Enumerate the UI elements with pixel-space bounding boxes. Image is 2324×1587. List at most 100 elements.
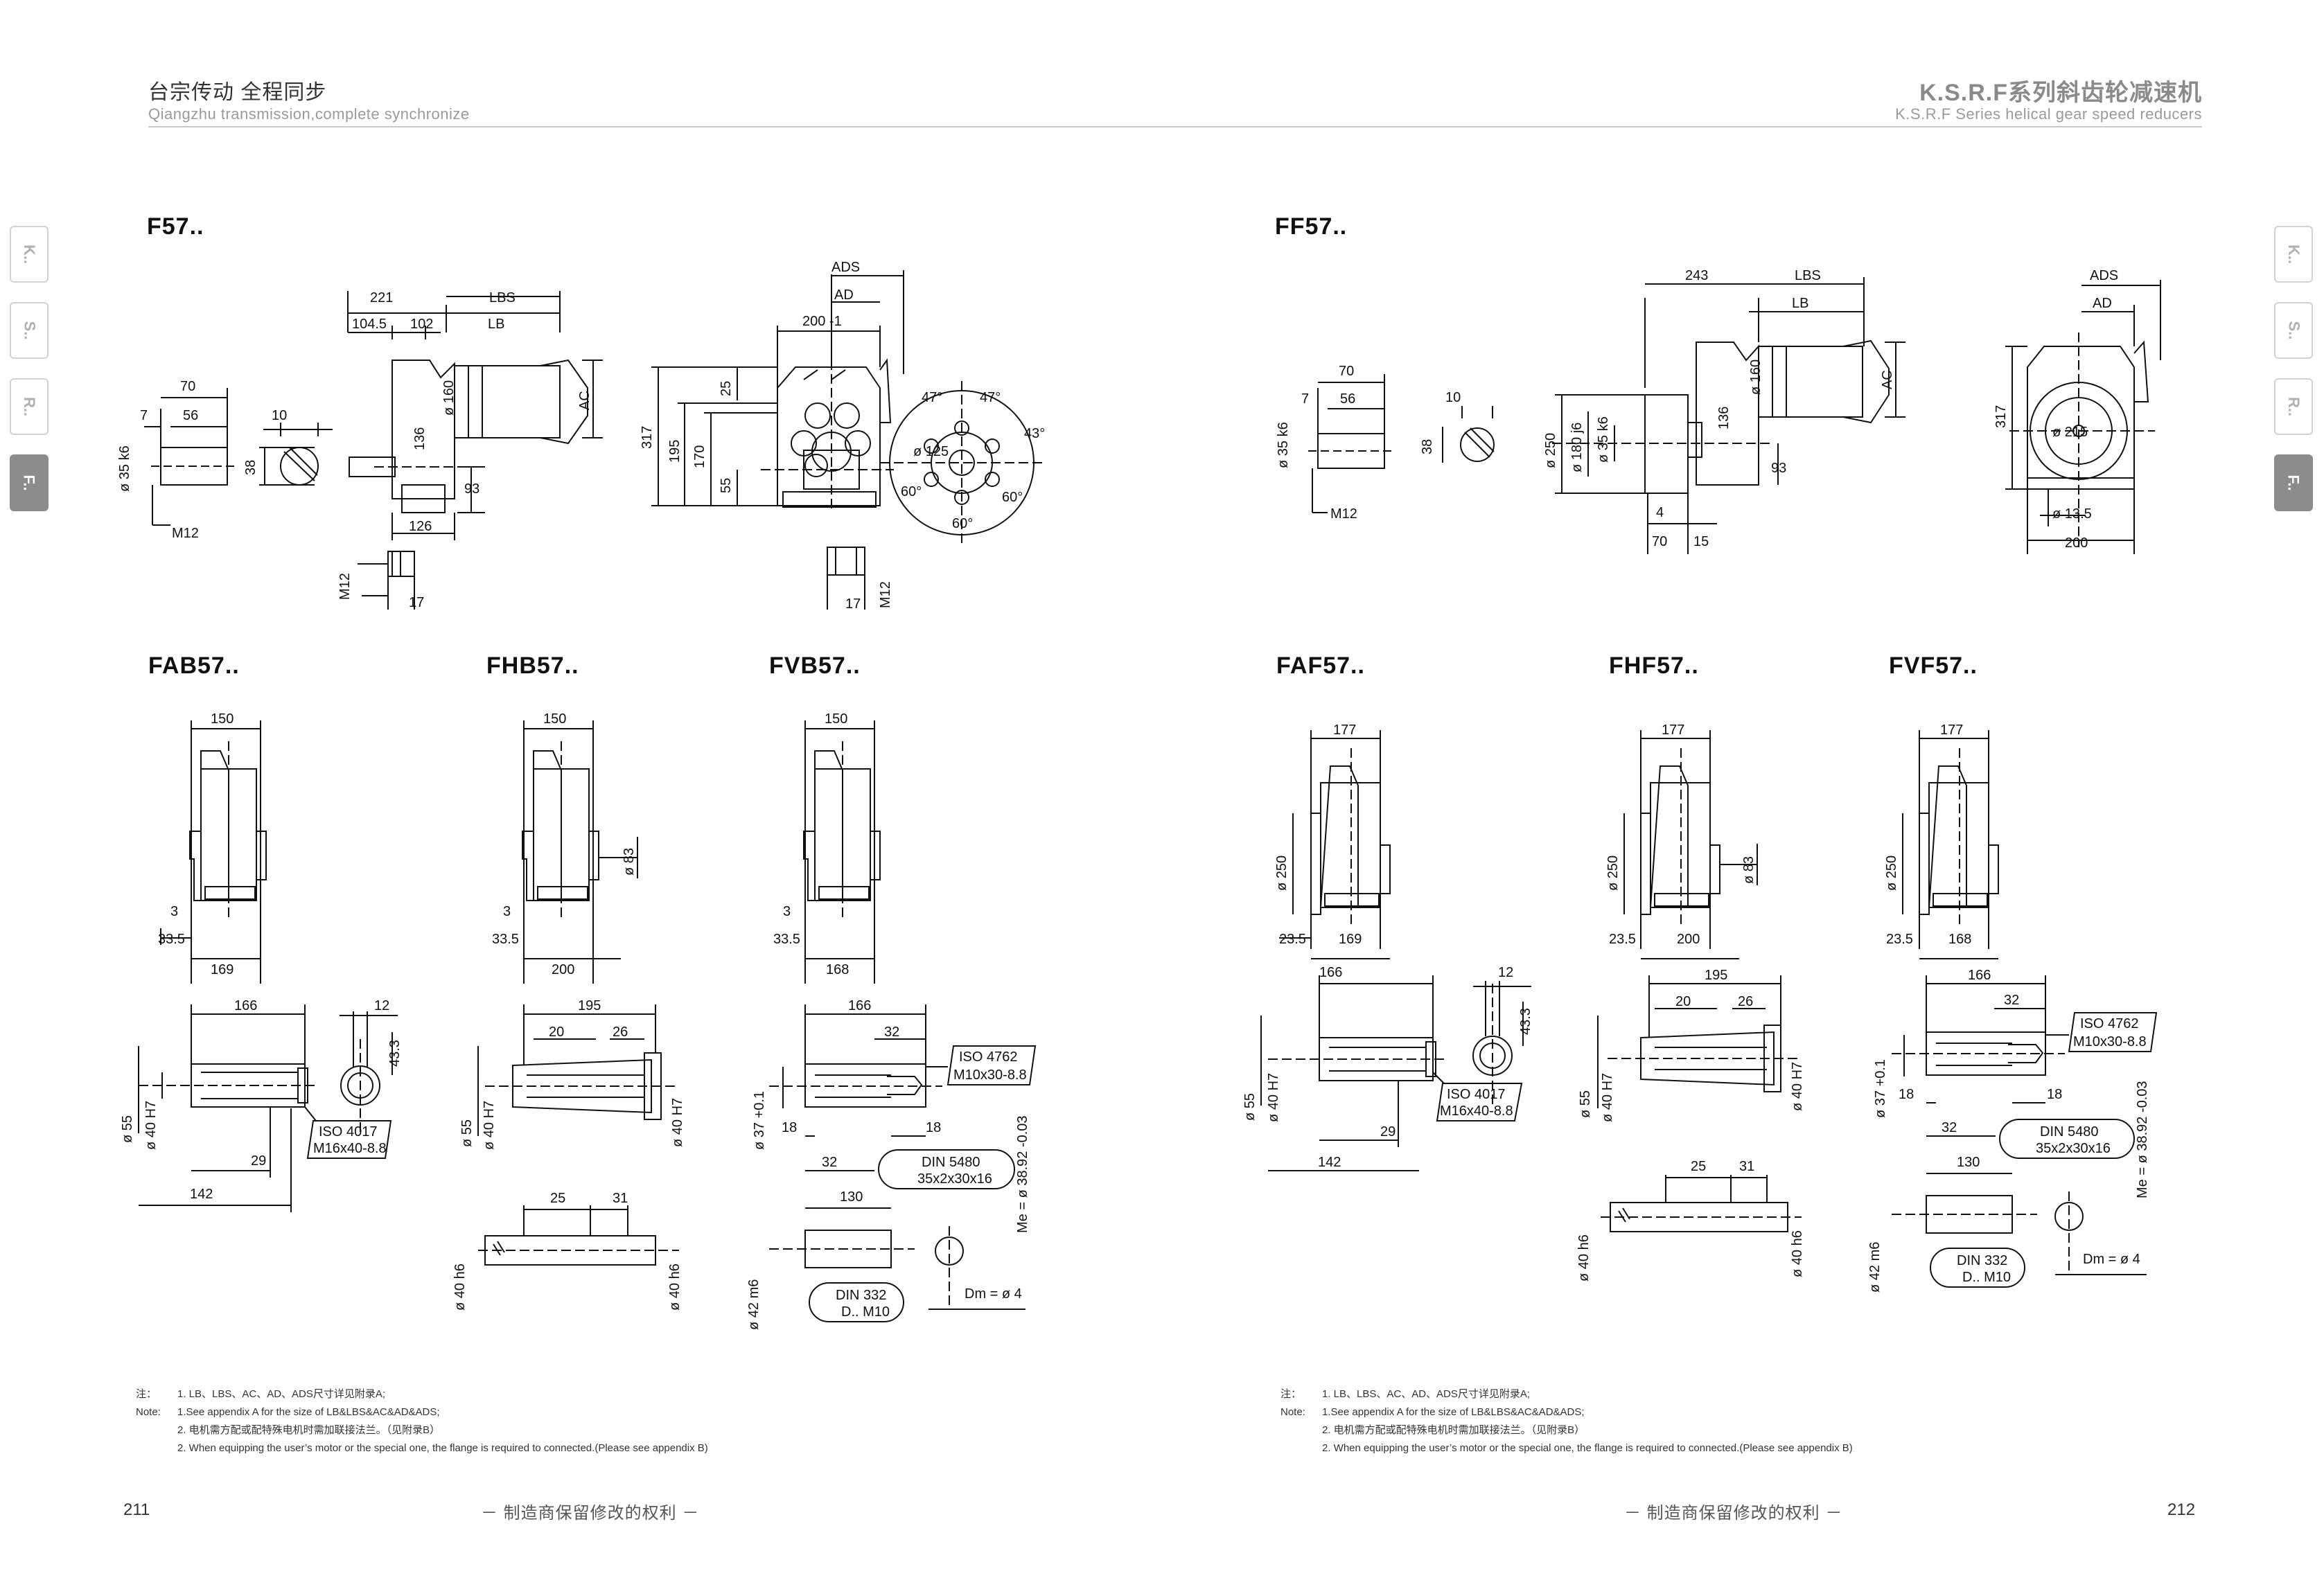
label-iso4762-fvf: ISO 4762 (2080, 1016, 2139, 1031)
dim-70-ff: 70 (1339, 364, 1354, 379)
tab-f-right[interactable]: F.. (2274, 454, 2313, 511)
tab-r[interactable]: R.. (10, 378, 49, 435)
dim-42m6-fvf: ø 42 m6 (1867, 1242, 1883, 1293)
label-me-fvb: Me = ø 38.92 -0.03 (1015, 1115, 1030, 1233)
note-line-1: 1. LB、LBS、AC、AD、ADS尺寸详见附录A; (177, 1388, 386, 1400)
note-line-2: 1.See appendix A for the size of LB&LBS&… (177, 1406, 440, 1418)
drawing-fvb57-body: 150 3 33.5 168 (773, 711, 881, 984)
dim-33-5-fab: 33.5 (158, 932, 185, 947)
label-m10-fvb: M10x30-8.8 (953, 1067, 1027, 1083)
dim-13-5: ø 13.5 (2052, 506, 2092, 522)
note-line-4: 2. When equipping the user’s motor or th… (177, 1442, 708, 1454)
dim-243: 243 (1685, 268, 1708, 283)
note-label-en: Note: (136, 1406, 161, 1418)
dim-32-fvf-b: 32 (1942, 1120, 1957, 1135)
label-me-fvf: Me = ø 38.92 -0.03 (2135, 1081, 2150, 1198)
dim-7-ff: 7 (1301, 391, 1309, 407)
label-din332-fvf: DIN 332 (1957, 1253, 2007, 1268)
label-m12-front: M12 (878, 581, 893, 608)
label-m10-fvf: M10x30-8.8 (2073, 1034, 2147, 1049)
side-tabs-left: K.. S.. R.. F.. (10, 226, 50, 531)
dim-56: 56 (183, 408, 198, 423)
note-line-3-right: 2. 电机需方配或配特殊电机时需加联接法兰。（见附录B） (1322, 1424, 1585, 1436)
dim-37-fvb: ø 37 +0.1 (752, 1091, 767, 1150)
dim-ads-ff: ADS (2090, 268, 2118, 283)
dim-40h6-fhb: ø 40 h6 (452, 1264, 468, 1311)
dim-10: 10 (272, 408, 287, 423)
header-brand-en: Qiangzhu transmission,complete synchroni… (148, 105, 470, 123)
dim-130-fvb: 130 (840, 1189, 863, 1205)
drawing-fhb57-body: 150 ø 83 3 33.5 200 (492, 711, 638, 984)
dim-40h6-fhf: ø 40 h6 (1576, 1234, 1592, 1282)
dim-180j6: ø 180 j6 (1569, 423, 1585, 472)
label-d-m10-fvf: D.. M10 (1962, 1270, 2011, 1285)
drawing-faf57-body: 177 ø 250 23.5 169 (1274, 722, 1391, 959)
label-dm-fvb: Dm = ø 4 (965, 1286, 1022, 1302)
dim-33-5-fhb: 33.5 (492, 932, 519, 947)
dim-lbs-ff: LBS (1795, 268, 1821, 283)
dim-317-ff: 317 (1993, 405, 2009, 428)
dim-166-fab: 166 (234, 998, 257, 1013)
model-title-fvb57: FVB57.. (769, 653, 861, 679)
drawing-ff57-side: 243 LBS LB AC ø 160 136 ø 250 ø 180 j6 ø… (1543, 268, 1905, 554)
dim-150-fhb: 150 (543, 711, 566, 727)
dim-215: ø 215 (2052, 425, 2088, 440)
dim-17-front: 17 (845, 596, 861, 612)
dim-136: 136 (412, 427, 428, 450)
dim-ac-ff: AC (1880, 370, 1895, 389)
dim-15-ff: 15 (1693, 534, 1709, 549)
dim-ac: AC (577, 391, 592, 410)
dim-31-fhf: 31 (1739, 1159, 1754, 1174)
notes-left: 注：1. LB、LBS、AC、AD、ADS尺寸详见附录A; Note:1.See… (136, 1385, 708, 1457)
dim-169-fab: 169 (211, 962, 234, 977)
dim-200-ff: 200 (2065, 535, 2088, 551)
dim-93: 93 (464, 481, 479, 497)
dim-55-fhb: ø 55 (459, 1119, 475, 1147)
tab-s[interactable]: S.. (10, 302, 49, 359)
dim-83-fhf: ø 83 (1741, 856, 1757, 884)
dim-170: 170 (692, 445, 707, 468)
dim-23-5-fhf: 23.5 (1609, 932, 1636, 947)
label-35x2-fvf: 35x2x30x16 (2036, 1141, 2111, 1156)
tab-k[interactable]: K.. (10, 226, 49, 283)
tab-f[interactable]: F.. (10, 454, 49, 511)
notes-right: 注：1. LB、LBS、AC、AD、ADS尺寸详见附录A; Note:1.See… (1280, 1385, 1853, 1457)
dim-102: 102 (410, 317, 433, 332)
dim-195: 195 (667, 440, 683, 463)
model-title-fhf57: FHF57.. (1609, 653, 1699, 679)
dim-104-5: 104.5 (352, 317, 387, 332)
dim-23-5-fvf: 23.5 (1886, 932, 1913, 947)
dim-40h7-fhf-r: ø 40 H7 (1790, 1062, 1805, 1111)
dim-29-faf: 29 (1380, 1124, 1396, 1140)
tab-k-right[interactable]: K.. (2274, 226, 2313, 283)
dim-150-fab: 150 (211, 711, 234, 727)
dim-93-ff: 93 (1771, 461, 1786, 476)
dim-169-faf: 169 (1339, 932, 1362, 947)
dim-250-faf: ø 250 (1274, 855, 1289, 891)
drawing-ff57-key: 10 38 (1420, 390, 1495, 463)
label-iso4762-fvb: ISO 4762 (959, 1049, 1018, 1065)
header-title-en: K.S.R.F Series helical gear speed reduce… (1895, 105, 2202, 123)
dim-42m6-fvb: ø 42 m6 (746, 1279, 762, 1330)
tab-s-right[interactable]: S.. (2274, 302, 2313, 359)
note-label-en-right: Note: (1280, 1406, 1305, 1418)
dim-125: ø 125 (913, 444, 949, 459)
dim-4-ff: 4 (1656, 505, 1664, 520)
dim-3-fab: 3 (170, 904, 178, 919)
tab-r-right[interactable]: R.. (2274, 378, 2313, 435)
dim-160: ø 160 (441, 380, 457, 416)
drawing-fvf57-shaft: 166 32 ISO 4762 M10x30-8.8 ø 37 +0.1 18 … (1867, 968, 2158, 1293)
dim-ad-ff: AD (2093, 296, 2112, 311)
dim-10-ff: 10 (1445, 390, 1461, 405)
dim-12-faf: 12 (1498, 965, 1513, 980)
dim-29-fab: 29 (251, 1153, 266, 1169)
dim-38-ff: 38 (1420, 439, 1435, 454)
dim-200-1: 200 -1 (802, 314, 842, 329)
drawing-fhb57-shaft: 195 20 26 ø 55 ø 40 H7 ø 40 H7 25 31 ø 4… (452, 998, 685, 1311)
footer-reserve-right: － 制造商保留修改的权利 － (1624, 1504, 1843, 1523)
dim-40h7-fhb-r: ø 40 H7 (670, 1098, 685, 1147)
dim-ad: AD (834, 287, 854, 303)
note-line-3: 2. 电机需方配或配特殊电机时需加联接法兰。（见附录B） (177, 1424, 441, 1436)
drawing-f57-front: 200 -1 AD ADS 317 195 170 25 55 (640, 260, 904, 513)
label-m16-faf: M16x40-8.8 (1440, 1103, 1513, 1119)
